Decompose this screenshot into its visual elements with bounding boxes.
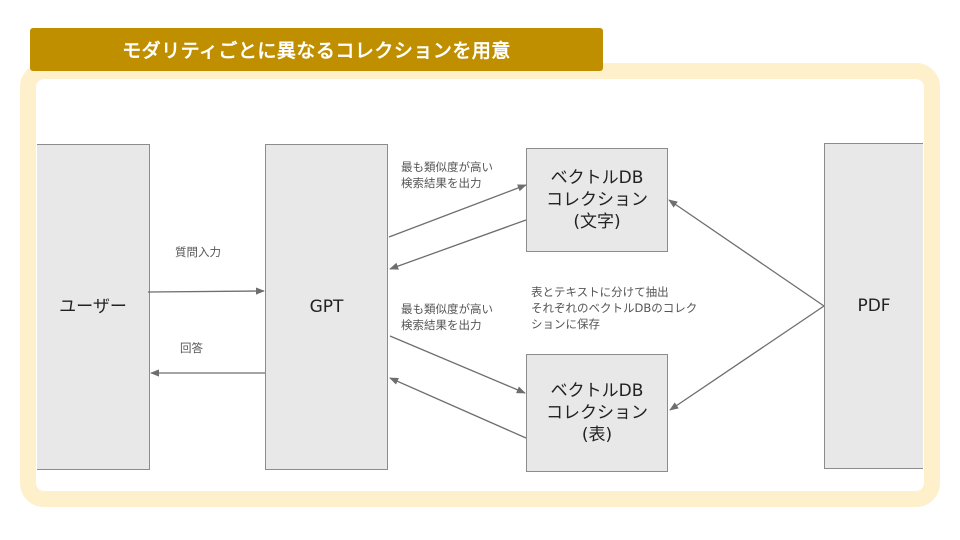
node-user: ユーザー: [37, 144, 150, 470]
edge-label-question-input: 質問入力: [175, 245, 221, 259]
node-vector-db-text: ベクトルDB コレクション (文字): [526, 148, 668, 252]
edge-label-top-result-upper: 最も類似度が高い 検索結果を出力: [401, 160, 493, 190]
node-gpt: GPT: [265, 144, 388, 470]
slide-title: モダリティごとに異なるコレクションを用意: [30, 28, 603, 71]
edge-label-split-extract: 表とテキストに分けて抽出 それぞれのベクトルDBのコレク ションに保存: [531, 285, 698, 331]
diagram-frame: [20, 63, 940, 507]
edge-label-answer: 回答: [180, 341, 203, 355]
edge-label-top-result-lower: 最も類似度が高い 検索結果を出力: [401, 302, 493, 332]
node-vector-db-table: ベクトルDB コレクション (表): [526, 354, 668, 472]
node-pdf: PDF: [824, 143, 923, 469]
